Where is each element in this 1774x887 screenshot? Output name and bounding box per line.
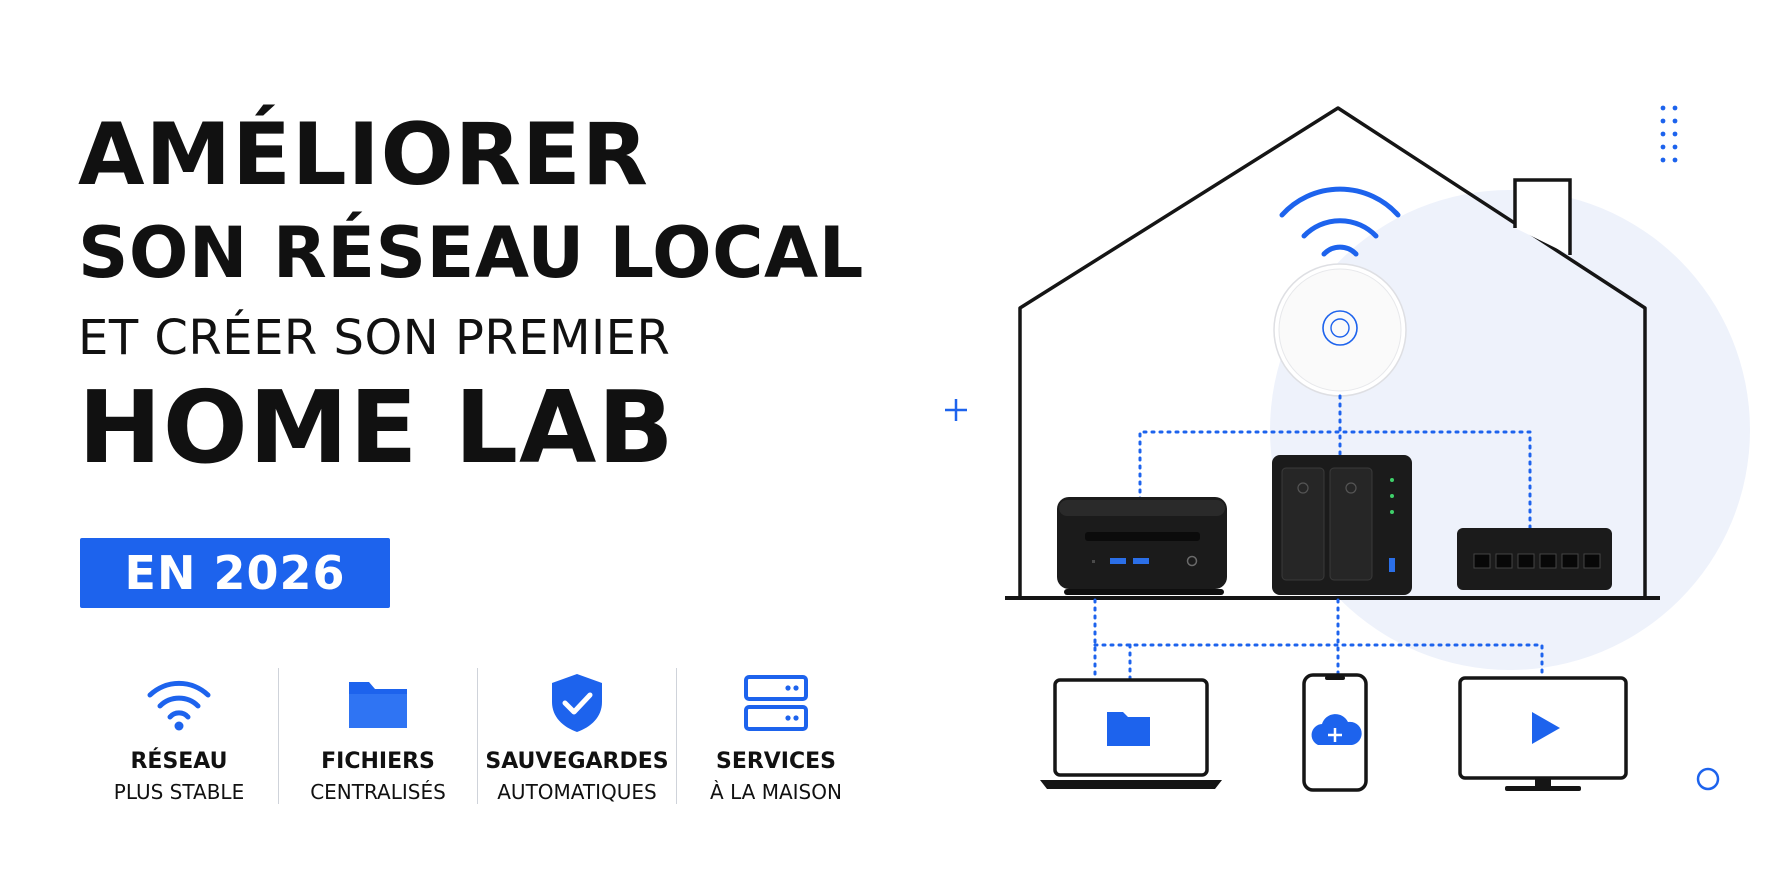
- dot-grid-decoration: [1660, 105, 1678, 163]
- feature-files-title: FICHIERS: [321, 749, 435, 774]
- ring-decoration: [1696, 767, 1720, 791]
- headline-line-4: HOME LAB: [78, 369, 675, 486]
- feature-backups: SAUVEGARDES AUTOMATIQUES: [477, 668, 676, 804]
- smartphone: [1302, 673, 1368, 792]
- plus-decoration: [945, 399, 967, 421]
- feature-files-subtitle: CENTRALISÉS: [310, 780, 446, 804]
- nas-server: [1272, 455, 1412, 595]
- wifi-waves: [1279, 186, 1401, 257]
- feature-network-subtitle: PLUS STABLE: [113, 780, 245, 804]
- feature-network-title: RÉSEAU: [130, 749, 228, 774]
- headline-line-2: SON RÉSEAU LOCAL: [78, 212, 864, 294]
- server-icon: [743, 668, 809, 737]
- access-point: [1273, 263, 1407, 397]
- folder-icon: [347, 668, 409, 737]
- house-outline: [1018, 106, 1647, 598]
- play-icon: [1532, 712, 1560, 744]
- laptop: [1040, 678, 1222, 789]
- feature-network: RÉSEAU PLUS STABLE: [80, 668, 278, 804]
- feature-files: FICHIERS CENTRALISÉS: [278, 668, 477, 804]
- feature-services: SERVICES À LA MAISON: [676, 668, 875, 804]
- year-badge: EN 2026: [80, 538, 390, 608]
- feature-list: RÉSEAU PLUS STABLE FICHIERS CENTRALISÉS …: [80, 668, 875, 804]
- feature-backups-title: SAUVEGARDES: [485, 749, 669, 774]
- feature-services-subtitle: À LA MAISON: [710, 780, 842, 804]
- folder-icon: [1107, 712, 1150, 746]
- tv-screen: [1458, 676, 1628, 791]
- network-switch: [1457, 528, 1612, 590]
- feature-backups-subtitle: AUTOMATIQUES: [497, 780, 657, 804]
- headline: AMÉLIORER SON RÉSEAU LOCAL ET CRÉER SON …: [78, 112, 864, 478]
- wifi-icon: [144, 668, 214, 737]
- mini-pc: [1057, 497, 1227, 595]
- chimney: [1513, 178, 1572, 255]
- cloud-upload-icon: [1311, 714, 1362, 745]
- headline-line-1: AMÉLIORER: [78, 105, 649, 205]
- shield-check-icon: [549, 668, 605, 737]
- network-lines: [1093, 394, 1544, 682]
- headline-line-3: ET CRÉER SON PREMIER: [78, 310, 671, 366]
- feature-services-title: SERVICES: [715, 749, 837, 774]
